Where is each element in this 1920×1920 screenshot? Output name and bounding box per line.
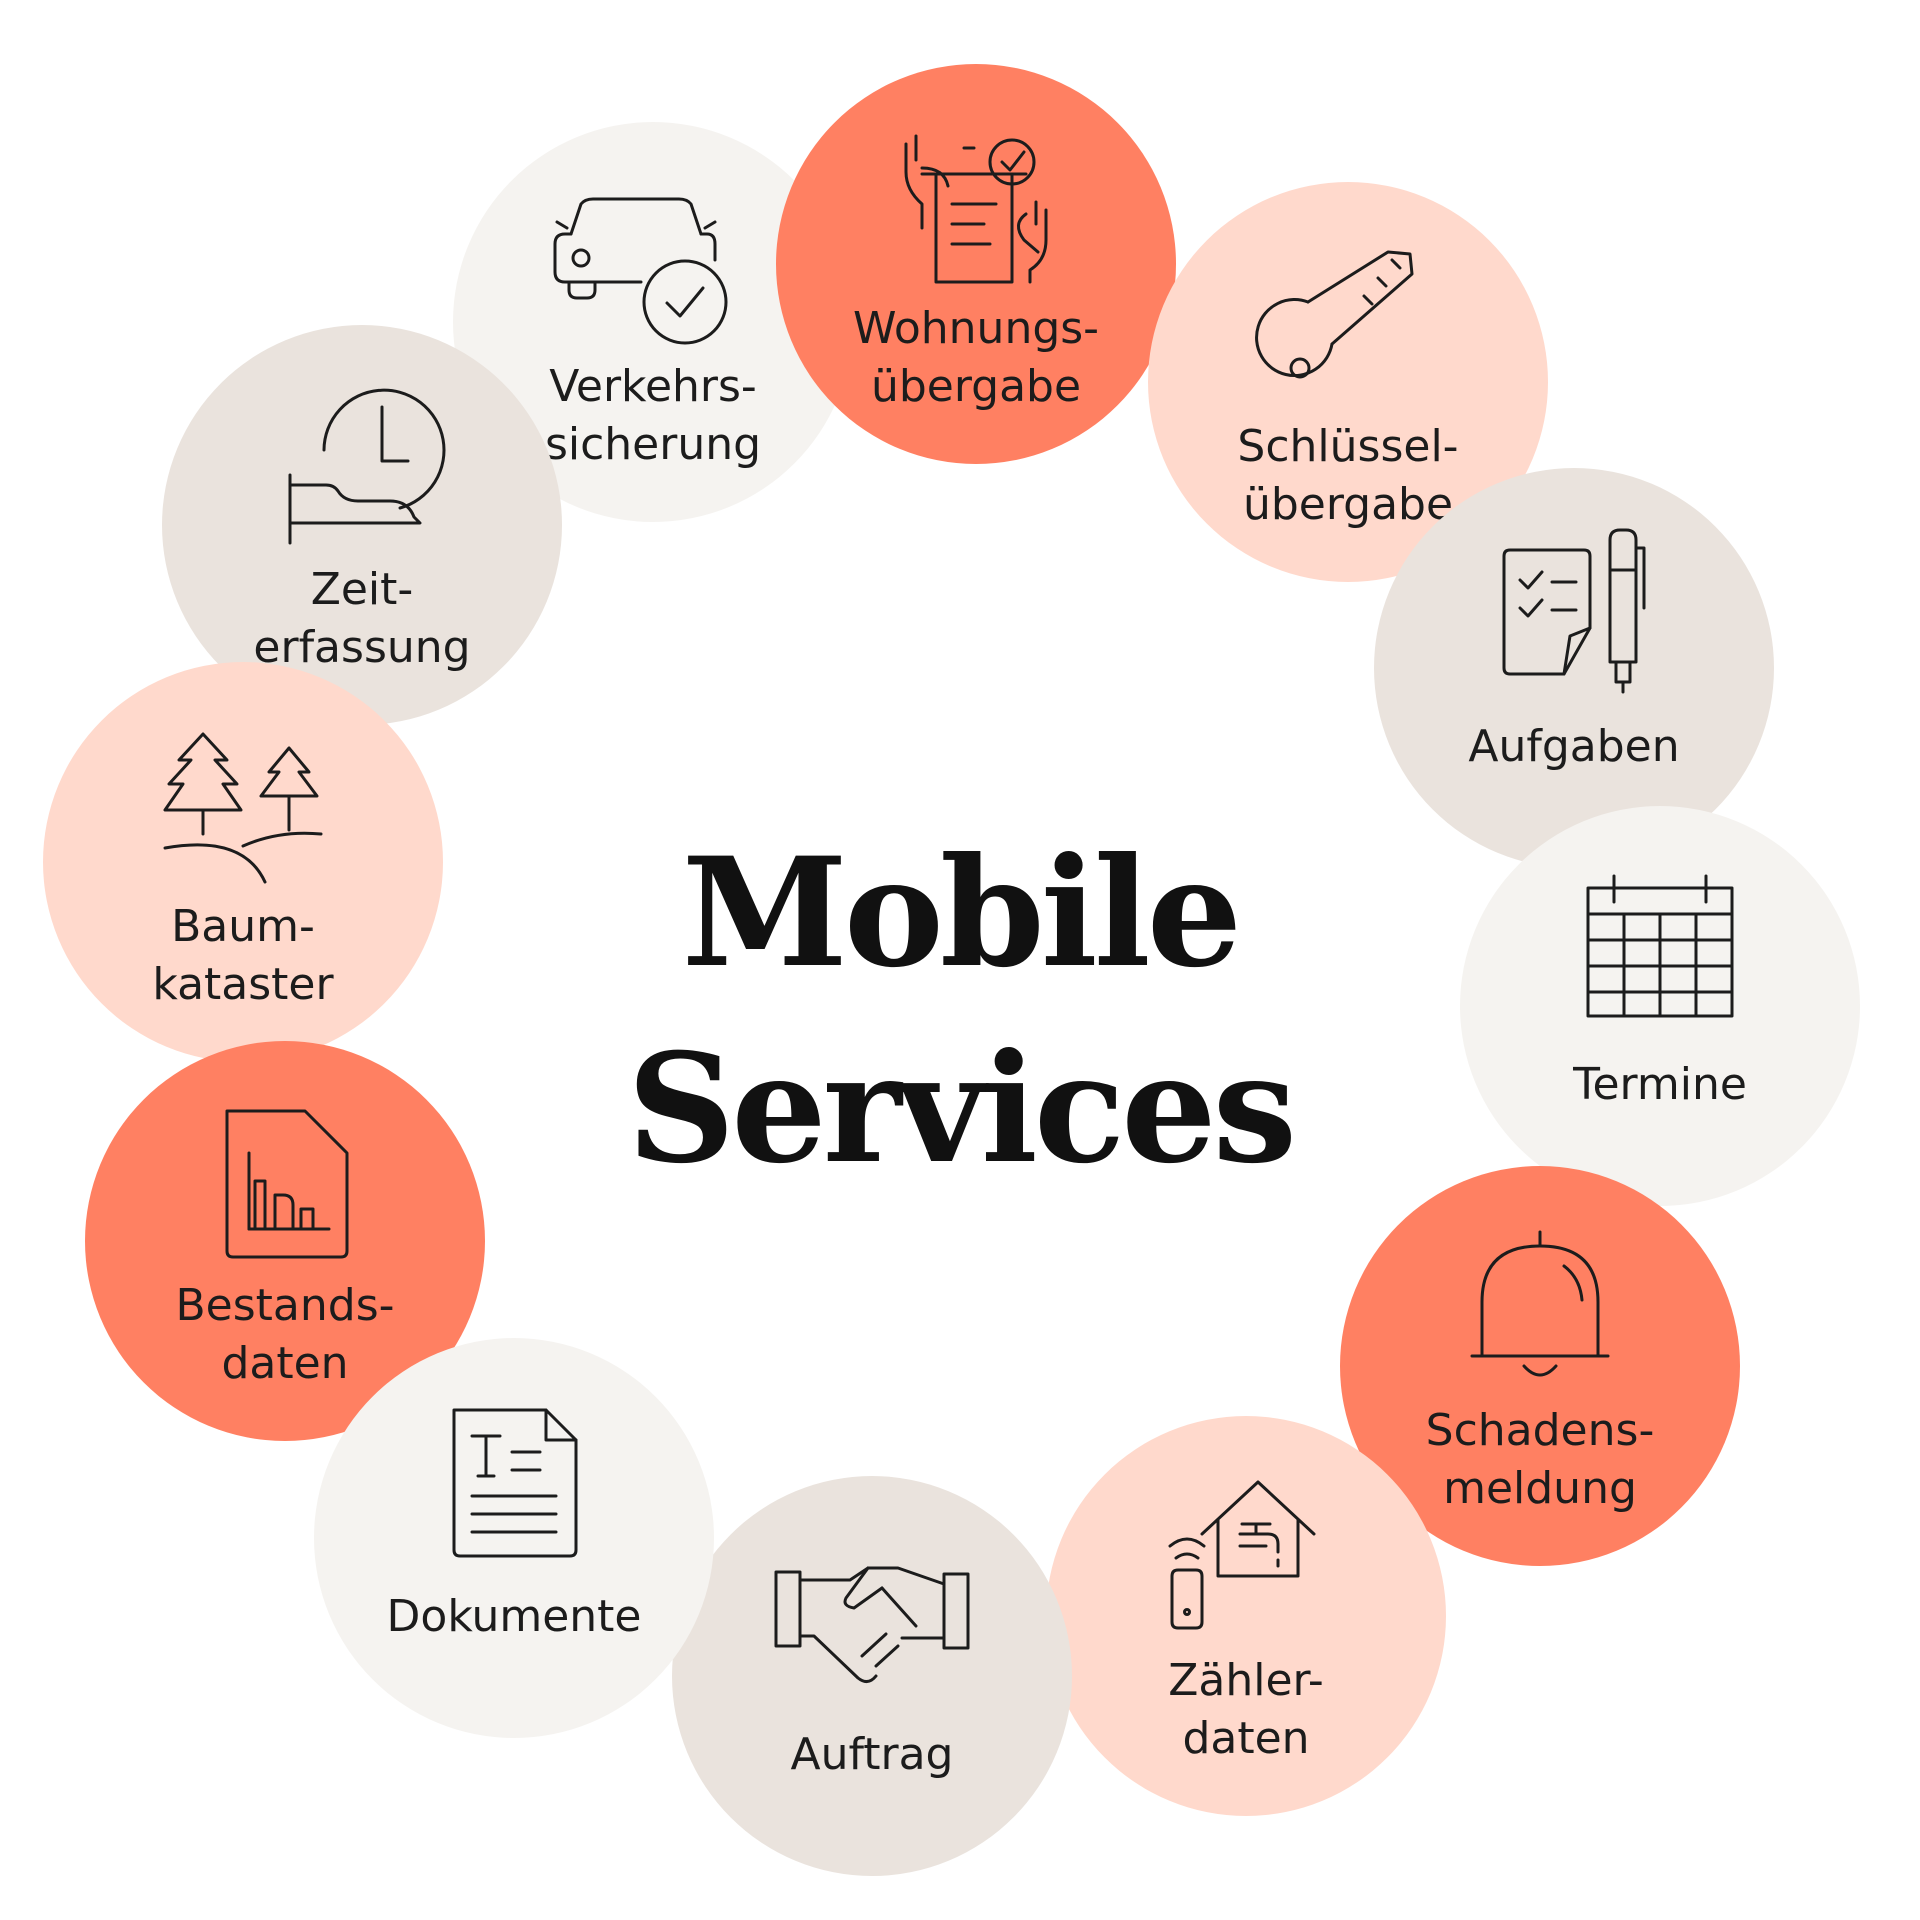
title-line-2: Services: [626, 1021, 1297, 1197]
node-label: Auftrag: [790, 1729, 954, 1780]
key-icon: [1255, 250, 1414, 379]
node-aufgaben: Aufgaben: [1374, 468, 1774, 868]
handover-document-icon: [904, 134, 1048, 284]
calendar-icon: [1586, 874, 1734, 1018]
node-termine: Termine: [1460, 806, 1860, 1206]
node-label: Wohnungs-übergabe: [852, 303, 1100, 412]
clock-hand-icon: [288, 388, 446, 545]
node-wohnungsuebergabe: Wohnungs-übergabe: [776, 64, 1176, 464]
car-check-icon: [553, 197, 728, 345]
node-label: Baum-kataster: [152, 901, 334, 1010]
node-baumkataster: Baum-kataster: [43, 662, 443, 1062]
document-icon: [452, 1408, 578, 1558]
node-dokumente: Dokumente: [314, 1338, 714, 1738]
node-auftrag: Auftrag: [672, 1476, 1072, 1876]
smart-meter-house-icon: [1168, 1480, 1316, 1630]
node-label: Aufgaben: [1468, 721, 1680, 772]
node-zeiterfassung: Zeit-erfassung: [162, 325, 562, 725]
node-label: Verkehrs-sicherung: [544, 361, 762, 470]
node-label: Dokumente: [386, 1591, 642, 1642]
node-zaehlerdaten: Zähler-daten: [1046, 1416, 1446, 1816]
node-bestandsdaten: Bestands-daten: [85, 1041, 485, 1441]
node-label: Schadens-meldung: [1425, 1405, 1655, 1514]
node-label: Zähler-daten: [1168, 1655, 1324, 1764]
bell-icon: [1470, 1230, 1610, 1377]
bar-chart-file-icon: [225, 1109, 349, 1259]
node-label: Schlüssel-übergabe: [1237, 421, 1459, 530]
title-line-1: Mobile: [681, 825, 1242, 1001]
checklist-pen-icon: [1502, 528, 1646, 694]
node-label: Bestands-daten: [175, 1280, 395, 1389]
trees-icon: [163, 732, 323, 884]
node-label: Zeit-erfassung: [253, 564, 471, 673]
node-label: Termine: [1573, 1059, 1747, 1110]
handshake-icon: [774, 1566, 970, 1683]
diagram-title: Mobile Services: [560, 815, 1360, 1207]
